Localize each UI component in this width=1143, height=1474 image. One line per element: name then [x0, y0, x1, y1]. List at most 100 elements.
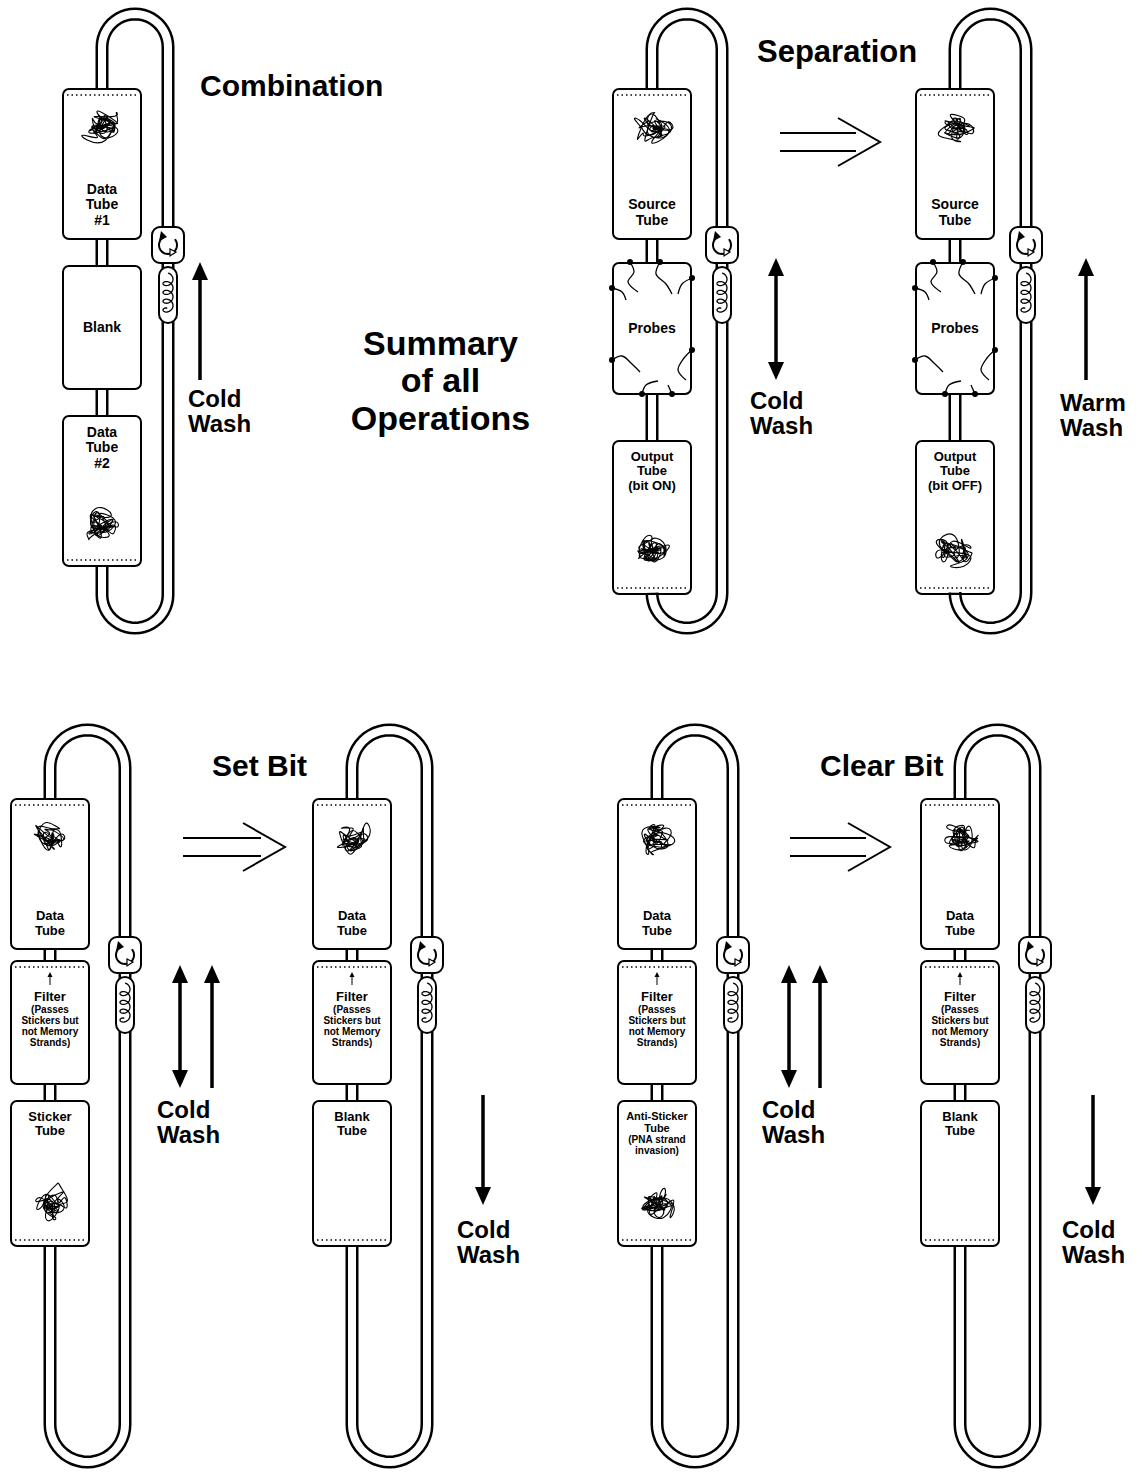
arrow-head: [812, 965, 828, 983]
tube-text: Filter(Passes Stickers but not Memory St…: [322, 990, 382, 1048]
pipe-bore: [46, 1085, 54, 1100]
tube-note: (Passes Stickers but not Memory Strands): [322, 1004, 382, 1048]
probe-strand: [915, 356, 943, 372]
pipe-wall: [651, 1085, 664, 1100]
tube-label: Data Tube: [329, 909, 375, 938]
tube-pipe: [352, 1085, 353, 1100]
pump-arrowhead: [127, 959, 133, 966]
pump-arrowhead: [1017, 231, 1025, 241]
pump-arrowhead: [159, 231, 167, 241]
pump-symbol: [152, 227, 184, 263]
heater-coil: [728, 983, 738, 1022]
pipe-wall: [949, 240, 962, 262]
tube-note: (bit ON): [624, 479, 680, 493]
dotted-membrane: [15, 804, 85, 806]
tube-box: Blank Tube: [920, 1100, 1000, 1247]
pump-symbol: [717, 937, 749, 973]
dna-strands: [37, 1192, 64, 1220]
pump-arrowhead: [1026, 941, 1034, 951]
dna-strands: [634, 112, 672, 143]
tube-text: Sticker Tube: [22, 1110, 78, 1139]
flow-arrowhead: [350, 972, 355, 977]
tube-label: Probes: [925, 321, 985, 336]
arrow-head: [475, 1187, 491, 1205]
tube-label: Data Tube: [27, 909, 73, 938]
tube-label: Source Tube: [626, 197, 678, 228]
probe-anchor: [689, 347, 695, 353]
pipe-bore: [648, 395, 656, 440]
pump-arrowhead: [170, 249, 176, 256]
dna-strands: [91, 508, 116, 538]
pump-arrowhead: [1037, 959, 1043, 966]
tube-label: Filter: [322, 990, 382, 1004]
arrow-head: [204, 965, 220, 983]
tube-pipe: [657, 950, 658, 960]
tube-note: (PNA strand invasion): [619, 1134, 695, 1156]
pipe-wall: [960, 730, 1035, 1462]
tube-text: Source Tube: [626, 197, 678, 228]
wash-arrow: [1084, 272, 1088, 380]
dna-strands: [36, 1183, 68, 1221]
wash-label: Warm Wash: [1060, 390, 1140, 440]
tube-label: Filter: [20, 990, 80, 1004]
dotted-membrane: [622, 1239, 692, 1241]
tube-note: (Passes Stickers but not Memory Strands): [930, 1004, 990, 1048]
pump-arrowhead: [724, 249, 730, 256]
coil-housing: [713, 267, 731, 323]
filter-box: Filter(Passes Stickers but not Memory St…: [312, 960, 392, 1085]
dotted-membrane: [617, 94, 687, 96]
dotted-membrane: [920, 587, 990, 589]
dotted-membrane: [925, 804, 995, 806]
coil-housing: [159, 267, 177, 323]
probe-strand: [612, 356, 640, 372]
pipe-wall: [651, 950, 664, 960]
probe-strand: [959, 262, 975, 294]
tube-label: Data Tube: [634, 909, 680, 938]
tube-pipe: [50, 1085, 51, 1100]
pump-arrowhead: [724, 941, 732, 951]
pipe-bore: [960, 730, 1035, 1462]
dotted-membrane: [317, 804, 387, 806]
probe-strand: [628, 262, 638, 292]
arrow-head: [781, 1070, 797, 1088]
pipe-wall: [949, 395, 962, 440]
dna-strands: [337, 828, 364, 854]
arrow-head: [768, 362, 784, 380]
tube-text: Data Tube: [634, 909, 680, 938]
probe-anchor: [992, 275, 998, 281]
tube-box: Source Tube: [612, 88, 692, 240]
tube-note: (bit OFF): [927, 479, 983, 493]
pipe-wall: [44, 950, 57, 960]
wash-label: Cold Wash: [1062, 1217, 1142, 1267]
tube-pipe: [352, 950, 353, 960]
dna-strands: [642, 825, 675, 855]
tube-text: Data Tube #2: [79, 425, 125, 471]
tube-label: Blank Tube: [932, 1110, 988, 1139]
tube-text: Source Tube: [929, 197, 981, 228]
wash-arrow: [481, 1095, 485, 1191]
tube-text: Data Tube: [329, 909, 375, 938]
dotted-membrane: [920, 94, 990, 96]
tube-text: Probes: [925, 321, 985, 336]
operation-title: Clear Bit: [820, 750, 980, 782]
tube-text: Probes: [622, 321, 682, 336]
tube-label: Blank: [72, 320, 132, 335]
tube-pipe: [50, 950, 51, 960]
tube-label: Data Tube #1: [79, 182, 125, 228]
tube-text: Data Tube #1: [79, 182, 125, 228]
tube-box: Output Tube(bit OFF): [915, 440, 995, 595]
tube-box: Data Tube: [312, 798, 392, 950]
dotted-membrane: [15, 966, 85, 968]
dna-strands: [638, 538, 666, 560]
dna-strands: [637, 114, 669, 139]
pump-symbol: [109, 937, 141, 973]
heater-coil: [422, 983, 432, 1022]
pipe-wall: [646, 395, 659, 440]
dotted-membrane: [925, 966, 995, 968]
summary-title: Summary of all Operations: [348, 325, 533, 437]
operation-title: Set Bit: [212, 750, 362, 782]
tube-box: Data Tube: [617, 798, 697, 950]
pump-arrowhead: [735, 959, 741, 966]
arrow-head: [1078, 258, 1094, 276]
wash-arrow: [1091, 1095, 1095, 1191]
